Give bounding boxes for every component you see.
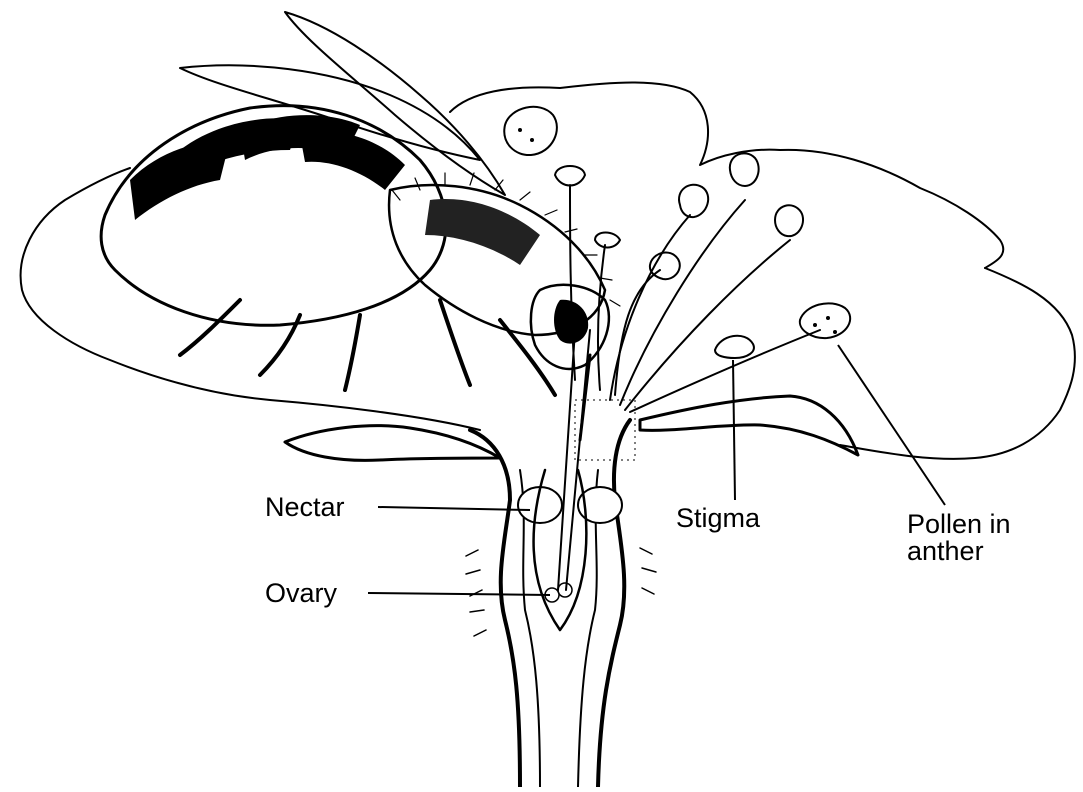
filament-4: [630, 330, 820, 412]
anther-7: [555, 166, 585, 186]
nectar-label: Nectar: [265, 494, 345, 521]
anther-6: [595, 233, 620, 248]
stem-hairs-right: [640, 548, 656, 594]
ovary-label: Ovary: [265, 580, 337, 607]
anther-upper: [504, 107, 557, 155]
leader-lines: [368, 345, 945, 595]
anther-3: [775, 205, 803, 236]
pollen-grain: [833, 330, 837, 334]
lower-right-sepal: [640, 396, 858, 455]
anther-4: [800, 303, 850, 338]
pollen-grain: [518, 128, 522, 132]
bee-legs: [180, 300, 555, 395]
bee-thorax-shade: [425, 199, 540, 265]
right-petal: [840, 268, 1075, 459]
filament-2: [620, 200, 745, 405]
pollen-leader-line: [838, 345, 945, 505]
stigma-shape: [715, 336, 754, 358]
tube-outer-left: [470, 430, 520, 787]
lower-left-sepal: [285, 426, 500, 461]
petals: [21, 83, 1075, 461]
anther-2: [730, 153, 759, 186]
pollen-in-anther-label: Pollen in anther: [907, 511, 1011, 565]
bee: [101, 12, 620, 440]
filament-1: [610, 215, 690, 400]
bee-stripe-4: [300, 132, 405, 190]
stigma-leader-line: [733, 360, 735, 500]
pollen-grain: [813, 323, 817, 327]
pollen-grain: [530, 138, 534, 142]
ovary-leader-line: [368, 593, 550, 595]
bee-eye: [554, 300, 588, 344]
filament-7: [570, 185, 575, 380]
stem-hairs-left: [466, 550, 486, 636]
left-petal: [21, 168, 480, 430]
stigma-label: Stigma: [676, 505, 760, 532]
filament-6: [598, 245, 605, 390]
pollen-grain: [826, 316, 830, 320]
tube-outer-right: [598, 420, 630, 787]
flower-tube: [466, 330, 656, 787]
pollen-label-line-2: anther: [907, 538, 1011, 565]
pollen-label-line-1: Pollen in: [907, 511, 1011, 538]
anther-1: [679, 185, 708, 217]
